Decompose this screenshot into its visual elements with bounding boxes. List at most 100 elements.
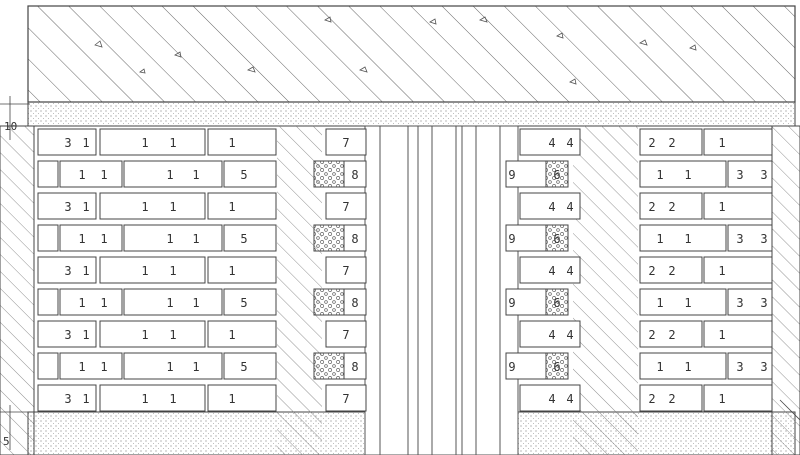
- jamb-brick: [505, 288, 547, 316]
- brick-label: 1: [141, 264, 148, 278]
- brick-label: 4: [548, 392, 555, 406]
- jamb-brick: [325, 384, 367, 412]
- brick-label: 1: [228, 328, 235, 342]
- brick-label: 3: [64, 200, 71, 214]
- brick-label: 6: [553, 168, 560, 182]
- brick-label: 1: [718, 264, 725, 278]
- brick-label: 1: [141, 328, 148, 342]
- brick: [99, 192, 206, 220]
- brick-label: 4: [548, 200, 555, 214]
- brick-label: 2: [648, 200, 655, 214]
- brick-label: 4: [548, 328, 555, 342]
- brick-label: 3: [64, 264, 71, 278]
- brick-label: 3: [736, 168, 743, 182]
- brick-label: 1: [228, 200, 235, 214]
- brick-label: 1: [141, 200, 148, 214]
- brick-label: 1: [169, 200, 176, 214]
- brick-label: 3: [760, 168, 767, 182]
- brick-label: 2: [668, 392, 675, 406]
- brick-label: 1: [656, 296, 663, 310]
- brick-label: 4: [566, 392, 573, 406]
- brick-half: [37, 352, 59, 380]
- brick-label: 4: [566, 136, 573, 150]
- brick-label: 1: [192, 360, 199, 374]
- brick-label: 1: [228, 392, 235, 406]
- brick-label: 6: [553, 232, 560, 246]
- insulated-jamb-block: [545, 224, 569, 252]
- brick: [37, 128, 97, 156]
- brick-label: 6: [553, 296, 560, 310]
- brick-label: 1: [82, 200, 89, 214]
- brick-label: 2: [648, 136, 655, 150]
- brick-label: 1: [192, 232, 199, 246]
- insulated-jamb-block: [545, 288, 569, 316]
- brick-label: 1: [169, 392, 176, 406]
- brick-half: [37, 288, 59, 316]
- brick: [207, 256, 277, 284]
- brick-label: 9: [508, 296, 515, 310]
- brick-label: 1: [718, 136, 725, 150]
- brick-label: 1: [684, 360, 691, 374]
- jamb-label: 7: [342, 200, 349, 214]
- jamb-label: 8: [351, 296, 358, 310]
- brick: [223, 160, 277, 188]
- brick: [519, 192, 581, 220]
- brick-label: 1: [169, 328, 176, 342]
- brick: [59, 288, 123, 316]
- brick: [123, 160, 223, 188]
- jamb-brick: [325, 192, 367, 220]
- brick: [727, 224, 773, 252]
- brick-label: 1: [228, 136, 235, 150]
- brick: [123, 288, 223, 316]
- brick-label: 1: [166, 296, 173, 310]
- concrete-lintel-slab: [27, 5, 796, 127]
- brick: [519, 384, 581, 412]
- brick: [207, 128, 277, 156]
- brick: [639, 320, 703, 348]
- dimension-top: 10: [4, 120, 17, 133]
- brick-label: 4: [566, 200, 573, 214]
- brick-label: 1: [78, 168, 85, 182]
- brick-label: 1: [166, 168, 173, 182]
- brick: [37, 320, 97, 348]
- brick-label: 1: [82, 264, 89, 278]
- brick-label: 9: [508, 168, 515, 182]
- brick: [123, 352, 223, 380]
- jamb-brick: [325, 128, 367, 156]
- brick-label: 4: [548, 136, 555, 150]
- brick-label: 3: [736, 360, 743, 374]
- brick-label: 1: [100, 360, 107, 374]
- brick-label: 1: [169, 136, 176, 150]
- brick: [703, 256, 773, 284]
- jamb-label: 7: [342, 136, 349, 150]
- brick-label: 1: [100, 168, 107, 182]
- insulated-jamb-block: [545, 352, 569, 380]
- brick: [703, 384, 773, 412]
- brick: [727, 160, 773, 188]
- brick: [99, 128, 206, 156]
- brick: [727, 352, 773, 380]
- brick-label: 1: [78, 232, 85, 246]
- brick-label: 5: [240, 360, 247, 374]
- brick-label: 1: [82, 392, 89, 406]
- brick-label: 3: [760, 360, 767, 374]
- brick: [519, 128, 581, 156]
- brick: [639, 192, 703, 220]
- brick: [703, 192, 773, 220]
- jamb-brick: [343, 160, 367, 188]
- brick-label: 4: [566, 264, 573, 278]
- dimension-annotations: [0, 96, 800, 450]
- brick-label: 3: [760, 232, 767, 246]
- brick: [223, 352, 277, 380]
- brick-label: 1: [228, 264, 235, 278]
- brick: [223, 224, 277, 252]
- brick-label: 3: [64, 392, 71, 406]
- brick: [207, 192, 277, 220]
- brick-label: 2: [668, 136, 675, 150]
- brick-label: 1: [169, 264, 176, 278]
- brick: [519, 320, 581, 348]
- brick: [99, 384, 206, 412]
- brick-label: 1: [684, 232, 691, 246]
- insulated-jamb-block: [545, 160, 569, 188]
- brick-label: 2: [648, 264, 655, 278]
